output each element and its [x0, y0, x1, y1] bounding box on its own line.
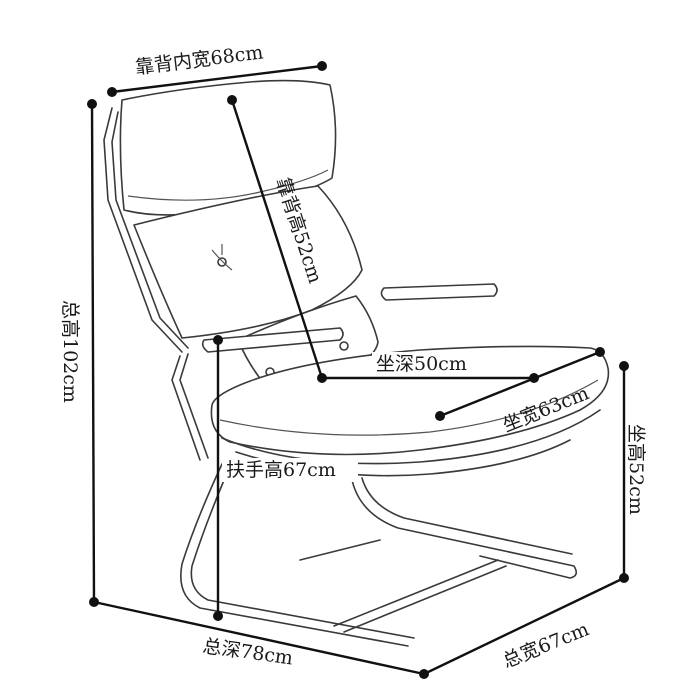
endpoint-dot — [619, 361, 629, 371]
endpoint-dot — [435, 411, 445, 421]
side-frame-front — [171, 355, 201, 461]
seat-base — [221, 409, 601, 465]
tuft-button — [339, 341, 349, 351]
seat-width-line — [439, 350, 601, 418]
left-cantilever-leg — [180, 463, 409, 647]
back-height-line — [230, 99, 324, 379]
upper-back-seam — [127, 169, 329, 201]
seat-cushion — [210, 345, 610, 456]
tuft-button — [217, 257, 227, 267]
total-depth-line — [93, 600, 425, 676]
middle-back-cushion — [133, 185, 363, 339]
base-crossbar-inner — [343, 565, 507, 633]
back-frame-rail-inner — [111, 111, 189, 349]
seat-depth-label-bg — [372, 352, 482, 374]
right-cantilever-leg — [351, 479, 578, 579]
endpoint-dot — [227, 95, 237, 105]
seat-front-seam — [219, 379, 599, 436]
back-inner-width-line — [111, 64, 323, 94]
armrest-height-label: 扶手高67cm — [226, 459, 336, 481]
total-width-line — [423, 576, 625, 676]
endpoint-dot — [213, 611, 223, 621]
dimension-lines — [87, 61, 629, 679]
side-frame-front-inner — [179, 353, 209, 459]
armrest-height-label-bg — [222, 458, 358, 482]
back-inner-width-label: 靠背内宽68cm — [134, 41, 265, 79]
right-armrest — [380, 283, 498, 301]
endpoint-dot — [87, 99, 97, 109]
total-width-label: 总宽67cm — [500, 618, 592, 672]
base-crossbar — [333, 559, 499, 627]
total-height-line — [90, 103, 96, 603]
back-frame-rail — [103, 107, 183, 353]
tuft-crease — [211, 244, 233, 271]
right-cantilever-leg-inner — [361, 477, 573, 555]
endpoint-dot — [107, 87, 117, 97]
chair-illustration — [103, 79, 610, 647]
seat-depth-label: 坐深50cm — [376, 353, 467, 375]
endpoint-dot — [317, 61, 327, 71]
seat-height-label: 坐高52cm — [625, 424, 647, 515]
endpoint-dot — [595, 347, 605, 357]
total-depth-label: 总深78cm — [201, 635, 294, 669]
upper-back-cushion — [119, 79, 337, 216]
total-height-label: 总高102cm — [59, 300, 81, 403]
rear-base-link — [299, 539, 381, 561]
endpoint-dot — [213, 335, 223, 345]
